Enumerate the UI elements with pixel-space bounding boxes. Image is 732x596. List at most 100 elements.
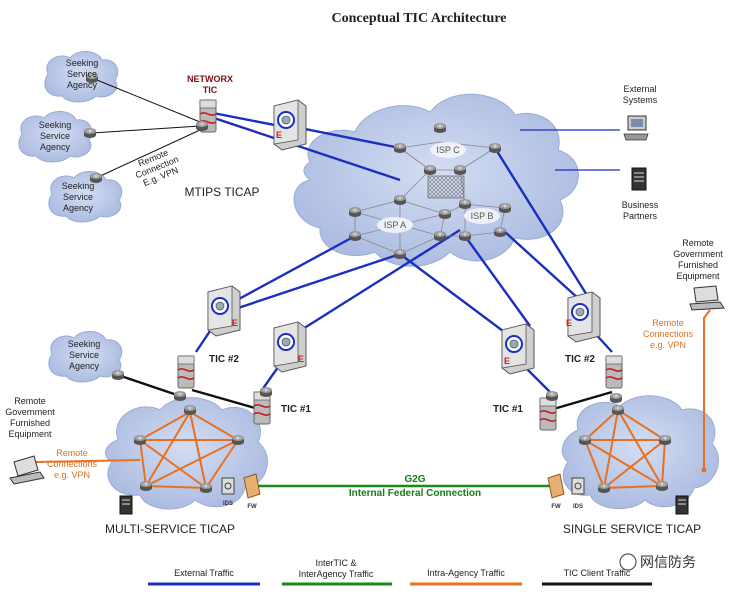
tic2-right-label: TIC #2 [565, 354, 595, 365]
e-label: E [504, 356, 510, 366]
isp-b-badge [464, 208, 500, 224]
router-icon [658, 434, 672, 446]
tic-client-links [117, 373, 613, 412]
router-icon [433, 122, 447, 134]
remote-gov-right-a: Remote [682, 238, 714, 248]
remote-conn-left-c: e.g. VPN [54, 470, 90, 480]
seeking-agency-label-1c: Agency [67, 80, 98, 90]
router-icon [458, 198, 472, 210]
e-label: E [276, 130, 282, 140]
external-systems-label-b: Systems [623, 95, 658, 105]
legend: External Traffic InterTIC & InterAgency … [148, 558, 652, 586]
g2g-label: G2G [404, 474, 425, 485]
router-icon [393, 142, 407, 154]
edge-appliance-icon [567, 291, 601, 343]
router-icon [195, 120, 209, 132]
external-systems-label-a: External [623, 84, 656, 94]
isp-b-label: ISP B [471, 211, 494, 221]
router-icon [655, 480, 669, 492]
seeking-agency-cloud-2 [18, 111, 93, 163]
tic2-left-label: TIC #2 [209, 354, 239, 365]
router-icon [488, 142, 502, 154]
router-icon [199, 482, 213, 494]
legend-intra-label: Intra-Agency Traffic [427, 568, 505, 578]
laptop-icon [689, 285, 725, 311]
remote-gov-right-c: Furnished [678, 260, 718, 270]
router-icon [393, 248, 407, 260]
remote-gov-left-b: Government [5, 407, 55, 417]
router-icon [183, 404, 197, 416]
remote-gov-left-c: Furnished [10, 418, 50, 428]
router-icon [111, 369, 125, 381]
fw-right-label: FW [551, 504, 561, 510]
router-icon [498, 202, 512, 214]
intra-agency-links-left [35, 411, 239, 489]
router-icon [423, 164, 437, 176]
remote-conn-left-b: Connections [47, 459, 98, 469]
ids-left-label: IDS [223, 501, 233, 507]
firewall-icon [177, 355, 195, 389]
seeking-agency-label-4a: Seeking [68, 339, 101, 349]
seeking-agency-cloud-1 [44, 51, 119, 103]
router-icon [609, 392, 623, 404]
router-icon [433, 230, 447, 242]
router-icon [458, 230, 472, 242]
router-icon [393, 194, 407, 206]
networx-tic-label: TIC [203, 85, 218, 95]
edge-appliance-icon [501, 323, 535, 375]
seeking-agency-cloud-3 [48, 171, 123, 223]
ids-icon [221, 477, 235, 495]
edge-appliance-icon [273, 99, 307, 151]
router-icon [83, 127, 97, 139]
remote-connection-links [91, 77, 201, 179]
router-icon [348, 230, 362, 242]
external-systems-links [520, 129, 620, 171]
router-icon [139, 480, 153, 492]
isp-c-badge [430, 142, 466, 158]
server-icon [631, 167, 647, 191]
remote-gov-left-d: Equipment [8, 429, 52, 439]
single-service-ticap-label: SINGLE SERVICE TICAP [563, 522, 701, 536]
wechat-icon [619, 553, 637, 571]
e-label: E [298, 354, 304, 364]
networx-label: NETWORX [187, 74, 233, 84]
g2g-link: G2G Internal Federal Connection [255, 474, 553, 499]
router-icon [611, 404, 625, 416]
router-icon [597, 482, 611, 494]
internal-federal-label: Internal Federal Connection [349, 488, 481, 499]
isp-exchange-box [427, 175, 465, 199]
router-icon [348, 206, 362, 218]
seeking-agency-label-2c: Agency [40, 142, 71, 152]
remote-gov-right-b: Government [673, 249, 723, 259]
seeking-agency-label-3a: Seeking [62, 181, 95, 191]
isp-a-badge [377, 217, 413, 233]
firewall-icon [243, 473, 261, 499]
seeking-agency-label-2b: Service [40, 131, 70, 141]
router-icon [493, 226, 507, 238]
e-label: E [232, 318, 238, 328]
legend-client-label: TIC Client Traffic [564, 568, 631, 578]
isp-a-label: ISP A [384, 220, 406, 230]
remote-conn-left-a: Remote [56, 448, 88, 458]
business-partners-label-a: Business [622, 200, 659, 210]
seeking-agency-label-4c: Agency [69, 361, 100, 371]
remote-conn-right-a: Remote [652, 318, 684, 328]
remote-conn-right-c: e.g. VPN [650, 340, 686, 350]
edge-appliance-icon [273, 321, 307, 373]
router-icon [438, 208, 452, 220]
business-partners-label-b: Partners [623, 211, 658, 221]
router-icon [133, 434, 147, 446]
seeking-agency-label-1b: Service [67, 69, 97, 79]
remote-conn-right-b: Connections [643, 329, 694, 339]
legend-interagency-label-b: InterAgency Traffic [299, 569, 374, 579]
edge-appliance-icon [207, 285, 241, 337]
seeking-agency-label-4b: Service [69, 350, 99, 360]
computer-icon [623, 115, 649, 141]
router-icon [231, 434, 245, 446]
seeking-agency-label-3c: Agency [63, 203, 94, 213]
router-icon [453, 164, 467, 176]
legend-interagency-label-a: InterTIC & [315, 558, 356, 568]
intra-agency-links-right [584, 309, 711, 489]
e-label: E [566, 318, 572, 328]
